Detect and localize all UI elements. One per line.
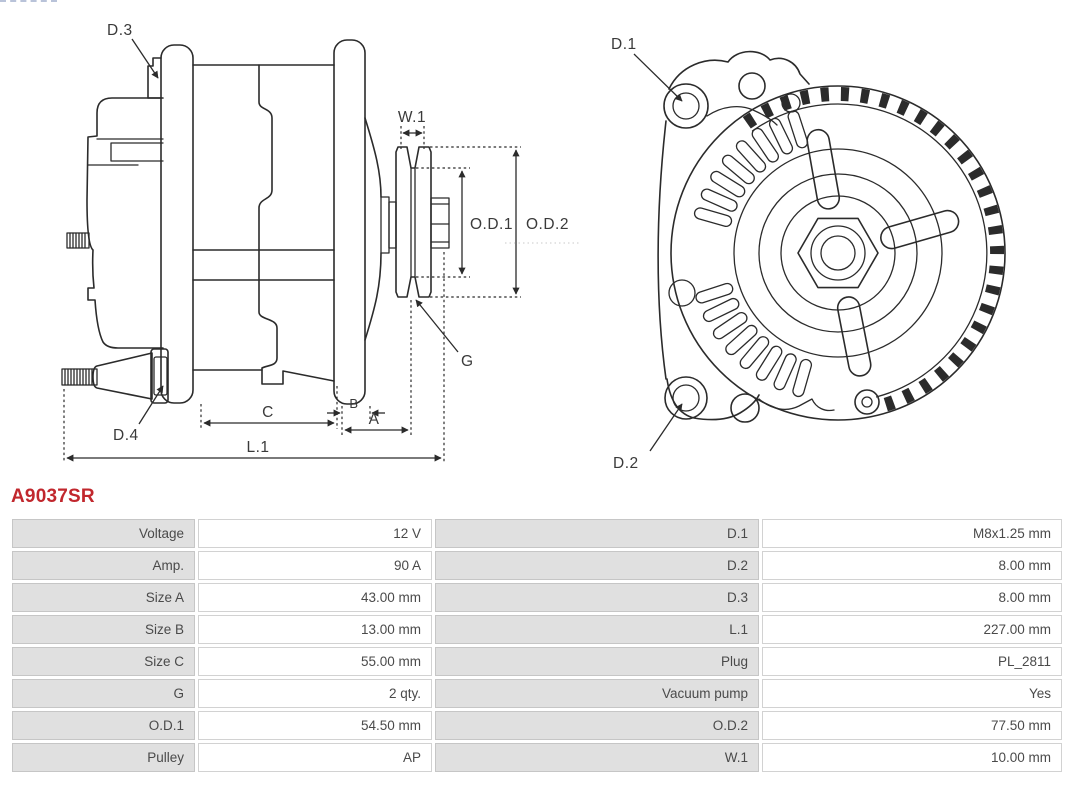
mount-hole-d1 [672, 92, 700, 120]
spec-label-cell: D.3 [435, 583, 759, 612]
gear-teeth-rim [742, 87, 1005, 414]
spec-label-cell: L.1 [435, 615, 759, 644]
dim-label-d3: D.3 [107, 22, 133, 39]
dim-label-d4: D.4 [113, 427, 139, 444]
spec-value-cell: 90 A [198, 551, 432, 580]
shaft-nut [430, 197, 450, 249]
spec-value-cell: 77.50 mm [762, 711, 1062, 740]
spec-label-cell: Pulley [12, 743, 195, 772]
side-view-diagram: D.3 D.4 W.1 O.D.1 O.D.2 G C [61, 22, 580, 463]
spec-value-cell: 8.00 mm [762, 583, 1062, 612]
spec-label-cell: W.1 [435, 743, 759, 772]
spec-value-cell: 10.00 mm [762, 743, 1062, 772]
spec-value-cell: PL_2811 [762, 647, 1062, 676]
dim-label-a: A [369, 411, 380, 428]
vent-slots [693, 110, 813, 398]
dim-label-g: G [461, 353, 474, 370]
mount-lug-top [663, 83, 709, 129]
dim-label-od2: O.D.2 [526, 216, 569, 233]
shaft-hub [733, 148, 943, 358]
mount-lug-bottom [664, 376, 708, 420]
dim-label-d1: D.1 [611, 36, 637, 53]
spec-label-cell: D.2 [435, 551, 759, 580]
spec-value-cell: 2 qty. [198, 679, 432, 708]
spec-label-cell: O.D.1 [12, 711, 195, 740]
dim-label-w1: W.1 [398, 109, 426, 126]
fan-cone [364, 117, 397, 341]
dim-label-c: C [262, 404, 274, 421]
cropped-logo-fragment [0, 0, 57, 2]
spec-label-cell: G [12, 679, 195, 708]
spec-label-cell: Vacuum pump [435, 679, 759, 708]
spec-value-cell: 8.00 mm [762, 551, 1062, 580]
bracket-spokes [806, 128, 960, 377]
spec-value-cell: Yes [762, 679, 1062, 708]
spec-value-cell: M8x1.25 mm [762, 519, 1062, 548]
technical-drawing: D.3 D.4 W.1 O.D.1 O.D.2 G C [61, 22, 1006, 472]
pulley-nut [797, 217, 879, 289]
table-row: Amp. 90 A D.2 8.00 mm [12, 551, 1062, 580]
small-lug [854, 389, 880, 415]
table-row: Size B 13.00 mm L.1 227.00 mm [12, 615, 1062, 644]
spec-table: Voltage 12 V D.1 M8x1.25 mm Amp. 90 A D.… [9, 516, 1065, 775]
spec-value-cell: 55.00 mm [198, 647, 432, 676]
table-row: G 2 qty. Vacuum pump Yes [12, 679, 1062, 708]
spec-label-cell: Size A [12, 583, 195, 612]
spec-value-cell: 12 V [198, 519, 432, 548]
pulley [395, 146, 450, 298]
spec-label-cell: Plug [435, 647, 759, 676]
drive-end-bracket [333, 39, 366, 405]
dim-label-d2: D.2 [613, 455, 639, 472]
spec-value-cell: AP [198, 743, 432, 772]
spec-label-cell: Voltage [12, 519, 195, 548]
terminal-stud [66, 232, 90, 249]
housing-outline [670, 85, 1006, 421]
dim-label-l1: L.1 [246, 439, 269, 456]
table-row: Size C 55.00 mm Plug PL_2811 [12, 647, 1062, 676]
front-view-diagram: D.1 D.2 [611, 36, 1006, 472]
spec-value-cell: 43.00 mm [198, 583, 432, 612]
part-number: A9037SR [11, 486, 95, 507]
spec-label-cell: Amp. [12, 551, 195, 580]
spec-label-cell: O.D.2 [435, 711, 759, 740]
rear-cover [61, 97, 169, 404]
spec-label-cell: Size B [12, 615, 195, 644]
spec-label-cell: D.1 [435, 519, 759, 548]
spec-value-cell: 54.50 mm [198, 711, 432, 740]
table-row: Pulley AP W.1 10.00 mm [12, 743, 1062, 772]
dim-label-b: B [349, 396, 358, 411]
table-row: Size A 43.00 mm D.3 8.00 mm [12, 583, 1062, 612]
spec-value-cell: 13.00 mm [198, 615, 432, 644]
table-row: Voltage 12 V D.1 M8x1.25 mm [12, 519, 1062, 548]
dimension-annotations: D.3 D.4 W.1 O.D.1 O.D.2 G C [63, 22, 580, 463]
stator-body [192, 64, 335, 385]
mount-hole-d2 [672, 384, 700, 412]
table-row: O.D.1 54.50 mm O.D.2 77.50 mm [12, 711, 1062, 740]
spec-value-cell: 227.00 mm [762, 615, 1062, 644]
dim-label-od1: O.D.1 [470, 216, 513, 233]
lower-lug [92, 352, 153, 400]
spec-label-cell: Size C [12, 647, 195, 676]
